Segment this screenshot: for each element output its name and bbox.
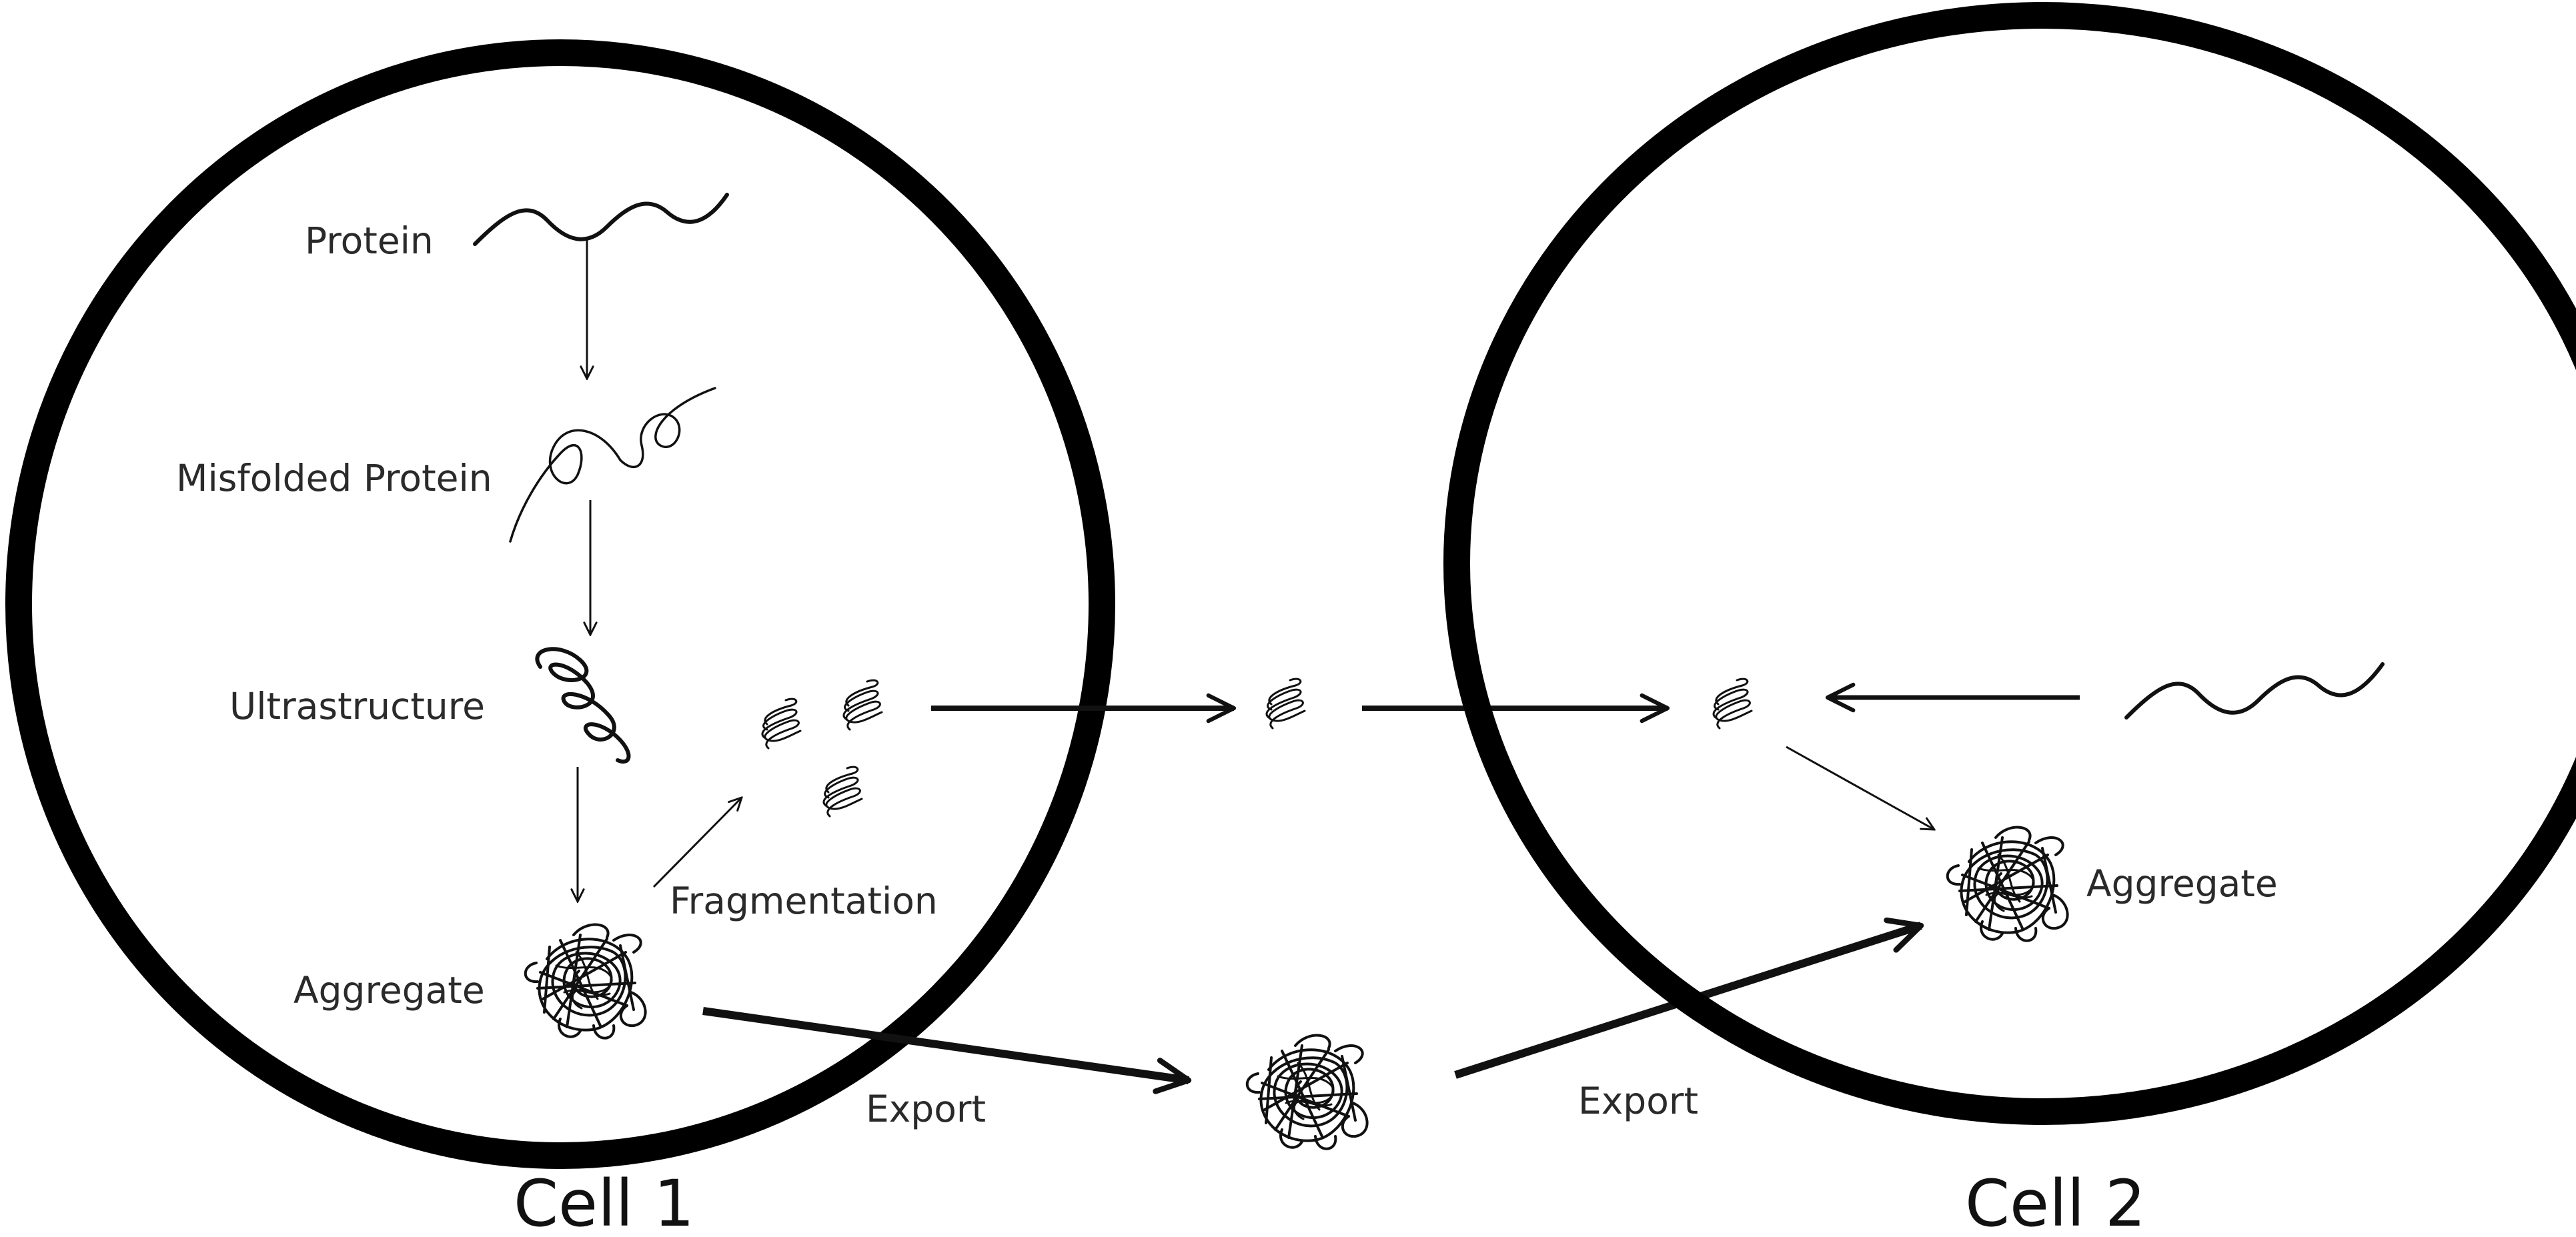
label-ultrastructure: Ultrastructure (229, 685, 485, 728)
cell-1-membrane (5, 39, 1115, 1169)
label-cell-2: Cell 2 (1965, 1166, 2146, 1237)
fibril-fragment-1 (761, 698, 802, 750)
fibril-fragment-3 (822, 766, 863, 818)
label-fragmentation: Fragmentation (670, 880, 938, 922)
aggregate-extracellular-shape (1245, 1034, 1369, 1150)
label-misfolded-protein: Misfolded Protein (176, 457, 492, 499)
aggregate-cell1-shape (524, 923, 647, 1040)
arrow-fragmentation (652, 798, 742, 888)
protein-wavy-shape (473, 193, 729, 246)
protein-cell2-wavy-shape (2124, 662, 2385, 720)
fibril-fragment-cell2 (1712, 678, 1753, 730)
label-export-1: Export (866, 1088, 986, 1130)
label-aggregate-cell2: Aggregate (2086, 862, 2278, 905)
label-protein: Protein (305, 219, 434, 262)
arrow-fragment-to-aggregate (1786, 746, 1934, 830)
label-export-2: Export (1578, 1080, 1698, 1122)
fibril-fragment-2 (842, 679, 883, 731)
fibril-fragment-extracellular (1265, 678, 1306, 730)
label-aggregate-cell1: Aggregate (293, 969, 485, 1012)
misfolded-protein-shape (509, 387, 716, 543)
ultrastructure-shape (535, 647, 631, 764)
aggregate-cell2-shape (1946, 826, 2069, 942)
label-cell-1: Cell 1 (514, 1166, 694, 1237)
cell-2-membrane (1443, 2, 2576, 1125)
arrow-export-1 (702, 1007, 1192, 1094)
